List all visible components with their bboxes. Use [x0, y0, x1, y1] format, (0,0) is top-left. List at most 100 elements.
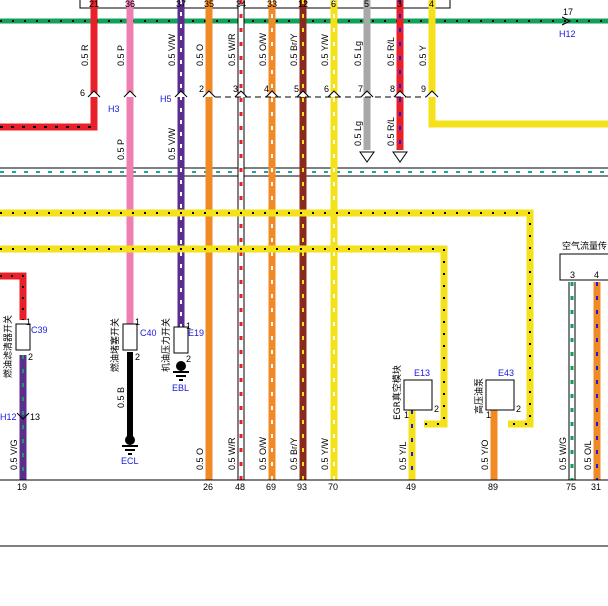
top-pin: 12	[298, 0, 308, 9]
c40-switch	[122, 323, 138, 351]
splice-notch	[87, 90, 101, 98]
e13-pin-1: 1	[404, 410, 409, 420]
drop-label-lg: 0.5 Lg	[353, 121, 363, 146]
bottom-wire-label: 0.5 B	[116, 387, 126, 408]
ref-ebl: EBL	[172, 383, 189, 393]
e43-pin-2: 2	[516, 404, 521, 414]
wire-label: 0.5 Y/W	[320, 34, 330, 66]
c40-pin-1: 1	[135, 317, 140, 327]
c39-pin-1: 1	[26, 317, 31, 327]
bottom-wire-label: 0.5 W/R	[227, 437, 237, 470]
splice-notch	[360, 90, 374, 98]
splice-notch	[174, 90, 188, 98]
e19-pin-2: 2	[186, 354, 191, 364]
top-pin: 33	[267, 0, 277, 9]
ground-ecl-dot	[125, 435, 135, 445]
wire-red-c39	[0, 272, 27, 320]
e43-name: 高压油泵	[473, 378, 485, 414]
wire-yellow-dotted-2-dots	[0, 248, 445, 425]
bottom-wire-label: 0.5 O/W	[258, 436, 268, 470]
splice-notch	[425, 90, 439, 98]
ref-h12-top: H12	[559, 29, 576, 39]
bottom-pin: 31	[591, 482, 601, 492]
wire-red-c39-dots	[0, 275, 24, 320]
c39-pin-2: 2	[28, 352, 33, 362]
bottom-pin: 75	[566, 482, 576, 492]
c39-switch	[15, 323, 31, 351]
top-pin: 34	[236, 0, 246, 9]
bottom-wire-label: 0.5 Y/W	[320, 438, 330, 470]
splice-notch	[296, 90, 310, 98]
ref-e43: E43	[498, 368, 514, 378]
wire-label: 0.5 O/W	[258, 32, 268, 66]
e13-module	[403, 379, 433, 411]
splice-pin: 9	[421, 84, 426, 94]
splice-pin: 4	[264, 84, 269, 94]
mid-label-p: 0.5 P	[116, 139, 126, 160]
splice-pin: 7	[358, 84, 363, 94]
bottom-pin: 70	[328, 482, 338, 492]
ref-h12-bottom-pin: 13	[30, 412, 40, 422]
splice-pin: 8	[390, 84, 395, 94]
ground-ecl	[122, 435, 138, 455]
e19-switch	[173, 326, 189, 354]
wire-label: 0.5 W/R	[227, 33, 237, 66]
bottom-wire-label: 0.5 O	[195, 448, 205, 470]
bottom-wire-label: 0.5 W/G	[558, 437, 568, 470]
bottom-pin: 48	[235, 482, 245, 492]
bottom-pin: 93	[297, 482, 307, 492]
bottom-pin: 89	[488, 482, 498, 492]
bottom-wire-label: 0.5 Br/Y	[289, 437, 299, 470]
c40-pin-2: 2	[135, 352, 140, 362]
top-pin: 37	[176, 0, 186, 9]
ref-c40: C40	[140, 328, 157, 338]
wire-yellow-right	[428, 0, 608, 128]
bottom-wire-label: 0.5 O/L	[583, 440, 593, 470]
bottom-wire-label: 0.5 Y/L	[398, 442, 408, 470]
splice-pin: 6	[80, 88, 85, 98]
e43-pin-1: 1	[486, 410, 491, 420]
bottom-wire-label: 0.5 Y/O	[480, 440, 490, 470]
splice-notch	[234, 90, 248, 98]
ref-c39: C39	[31, 325, 48, 335]
ref-h12-top-pin: 17	[563, 7, 573, 17]
top-pin: 36	[125, 0, 135, 9]
mid-label-vw: 0.5 V/W	[167, 127, 177, 160]
ref-h5: H5	[160, 94, 172, 104]
top-pin: 6	[331, 0, 336, 9]
airflow-pin-3: 3	[570, 270, 575, 280]
bottom-pin: 49	[406, 482, 416, 492]
bottom-pin: 19	[17, 482, 27, 492]
e19-pin-1: 1	[186, 321, 191, 331]
ground-ebl	[173, 361, 189, 381]
airflow-sensor-name: 空气流量传	[562, 240, 607, 252]
c40-name: 燃油堵塞开关	[109, 318, 121, 372]
top-pin: 4	[429, 0, 434, 9]
splice-pin: 5	[294, 84, 299, 94]
bottom-pin: 69	[266, 482, 276, 492]
wire-yellow-dotted-1-dots	[0, 212, 531, 425]
top-pin: 5	[364, 0, 369, 9]
h12-top-notch	[561, 16, 572, 26]
wire-label: 0.5 Br/Y	[289, 33, 299, 66]
e43-pump	[485, 379, 515, 411]
top-pin: 21	[89, 0, 99, 9]
splice-notch	[327, 90, 341, 98]
splice-notch	[123, 90, 137, 98]
e13-name: EGR真空模块	[391, 365, 403, 420]
top-connector-box	[79, 0, 451, 9]
ref-h3: H3	[108, 104, 120, 114]
splice-pin: 2	[199, 84, 204, 94]
ref-ecl: ECL	[121, 456, 139, 466]
wire-yellow-dotted-1	[0, 209, 534, 428]
splice-notch	[393, 90, 407, 98]
wire-label: 0.5 V/W	[167, 33, 177, 66]
wire-label: 0.5 Lg	[353, 41, 363, 66]
top-pin: 3	[397, 0, 402, 9]
wire-label: 0.5 P	[116, 45, 126, 66]
wire-label: 0.5 Y	[418, 45, 428, 66]
top-pin: 35	[204, 0, 214, 9]
airflow-pin-4: 4	[594, 270, 599, 280]
arrow-rl	[392, 151, 408, 163]
